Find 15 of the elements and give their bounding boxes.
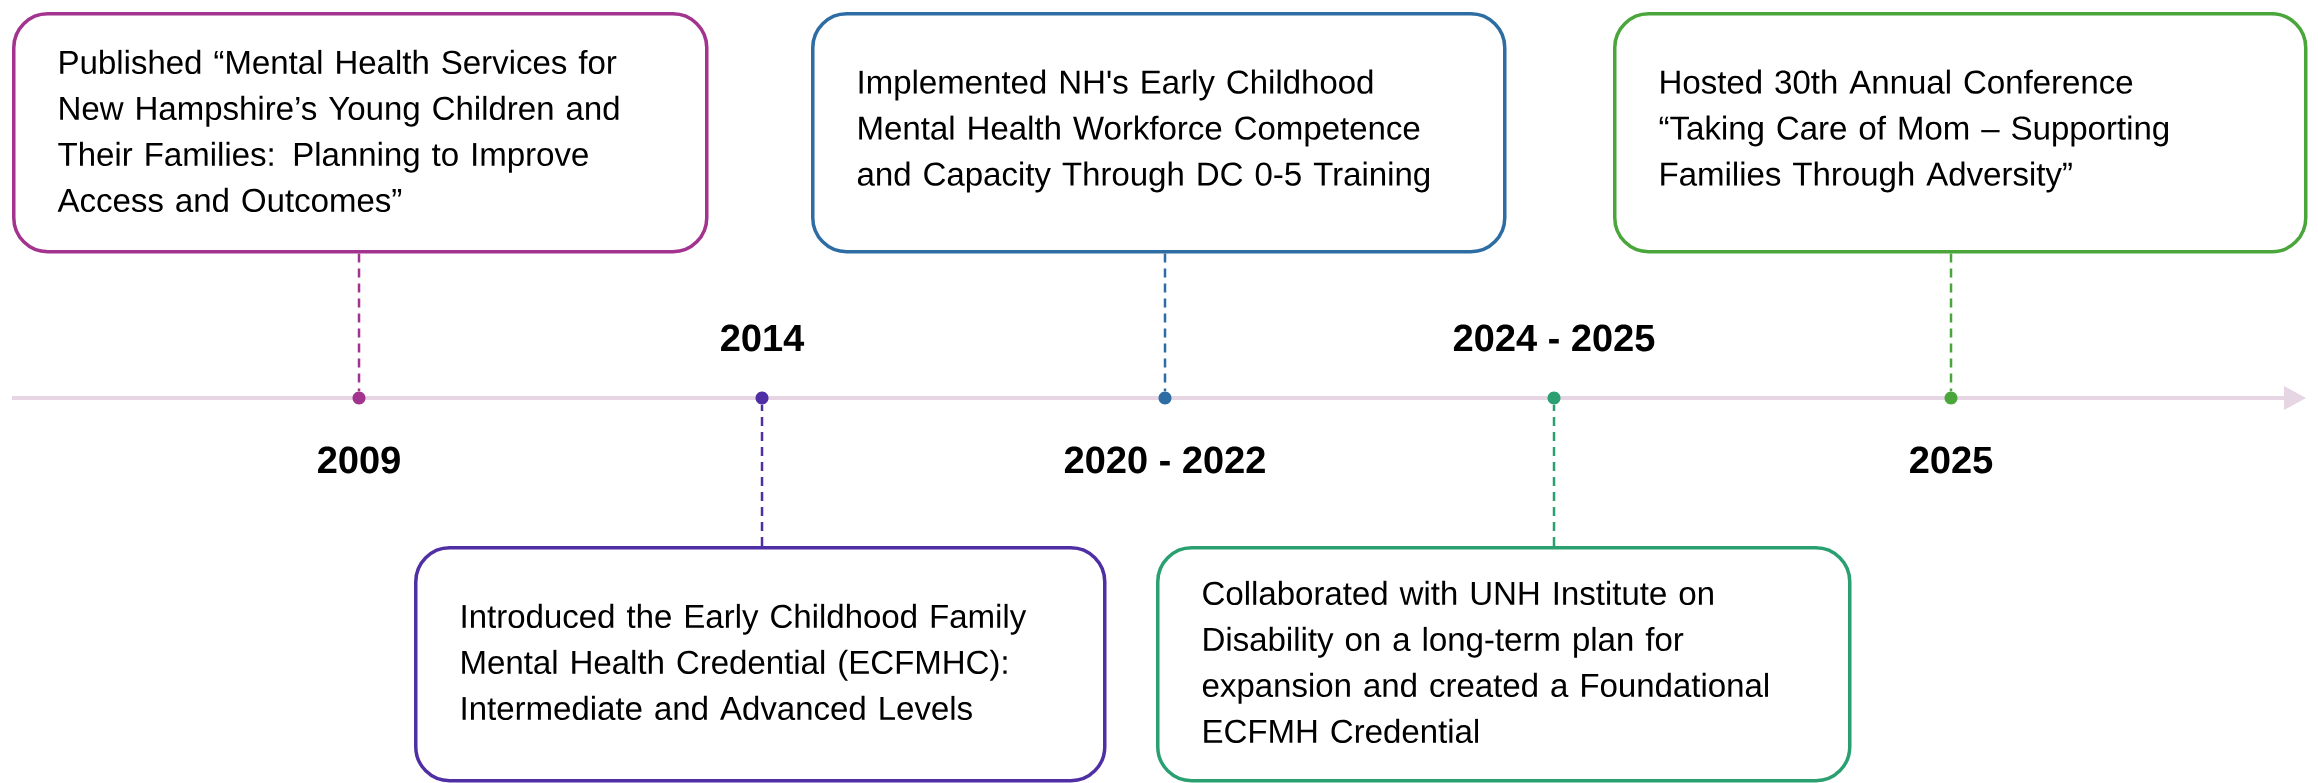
leader-line <box>357 253 361 392</box>
year-label: 2020 - 2022 <box>1064 446 1265 474</box>
leader-line <box>1949 253 1953 392</box>
leader-line <box>760 404 764 546</box>
year-label: 2024 - 2025 <box>1453 324 1655 352</box>
year-label: 2009 <box>318 446 400 474</box>
leader-line <box>1163 253 1167 392</box>
year-label: 2014 <box>721 324 805 352</box>
event-box: Hosted 30th Annual Conference “Taking Care of Mom – Supporting Families Through Adversity” <box>1613 12 2308 254</box>
event-box: Collaborated with UNH Institute on Disability on a long-term plan for expansion and created a Foundational ECFMH Credential <box>1156 546 1852 783</box>
leader-line <box>1552 404 1556 546</box>
event-box: Published “Mental Health Services for New Hampshire’s Young Children and Their Families: Planning to Improve Access and Outcomes” <box>12 12 709 254</box>
year-label: 2025 <box>1910 446 1993 474</box>
event-box: Introduced the Early Childhood Family Mental Health Credential (ECFMHC): Intermediate and Advanced Levels <box>414 546 1107 783</box>
event-box: Implemented NH's Early Childhood Mental Health Workforce Competence and Capacity Through DC 0-5 Training <box>811 12 1507 254</box>
